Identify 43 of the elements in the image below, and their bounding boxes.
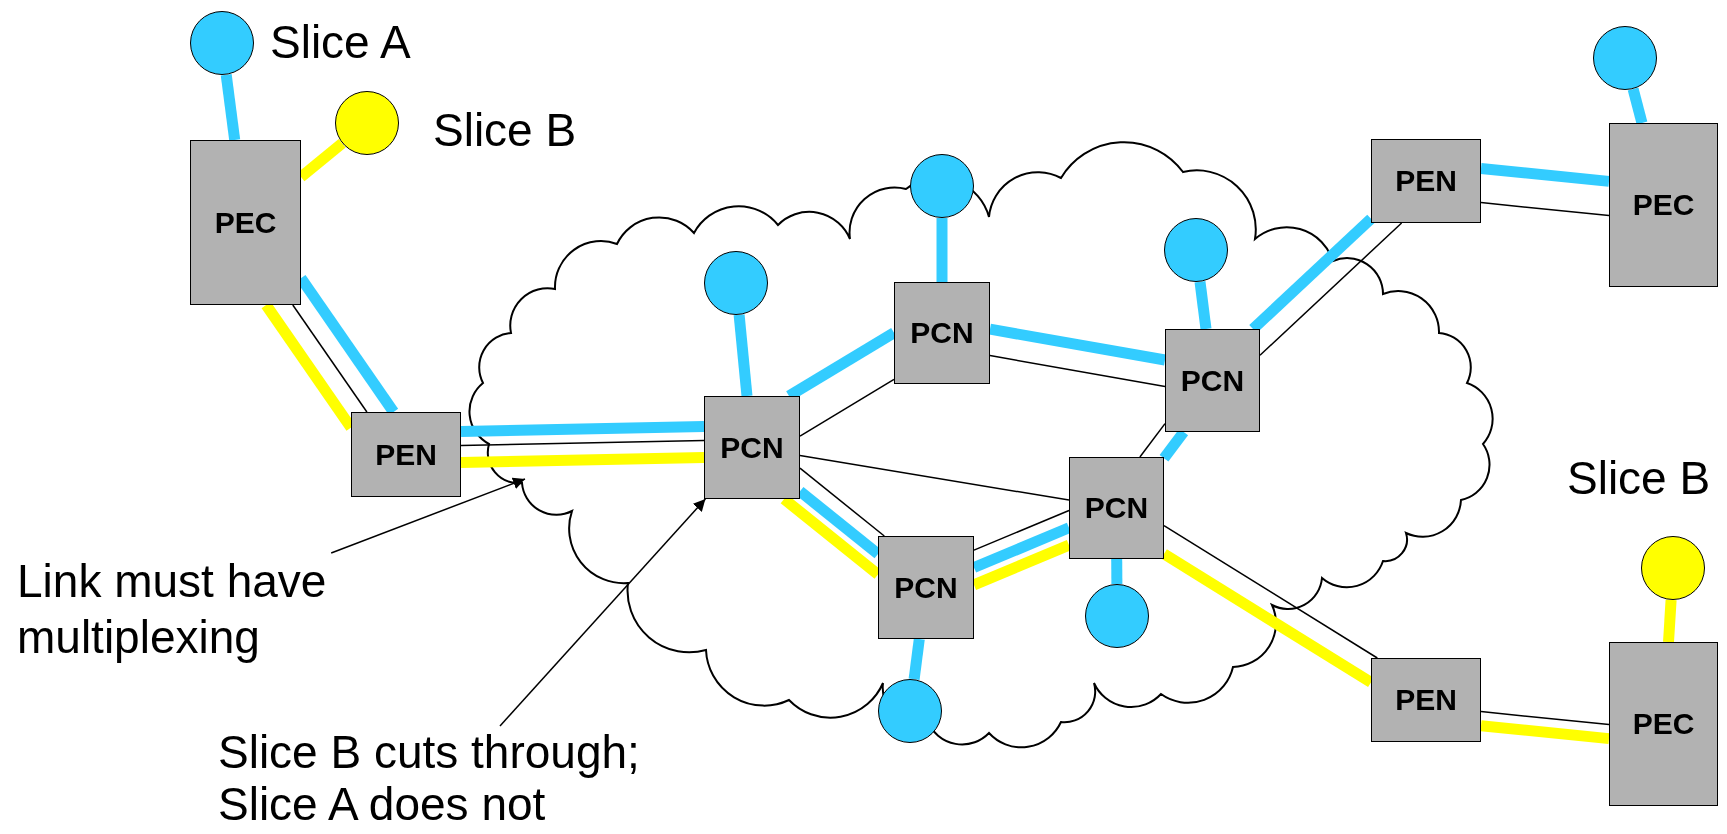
leader-line (330, 477, 526, 554)
link-line (1627, 87, 1648, 125)
link-line (1111, 558, 1123, 585)
network-node: PCN (894, 282, 990, 384)
leader-line (499, 498, 707, 727)
link-line (460, 421, 705, 437)
link-line (1139, 422, 1166, 458)
link-line (1480, 720, 1610, 745)
network-node: PEN (1371, 658, 1481, 742)
link-line (1194, 281, 1212, 330)
link-line (799, 378, 895, 437)
link-line (936, 218, 948, 282)
link-line (1480, 163, 1610, 187)
annotation-text: Slice B cuts through; Slice A does not (218, 726, 688, 830)
link-line (220, 74, 241, 141)
slice-label: Slice B (433, 104, 577, 157)
link-line (460, 439, 705, 447)
link-line (733, 314, 753, 397)
link-line (989, 323, 1166, 366)
link-line (1163, 524, 1379, 659)
link-line (973, 509, 1070, 551)
annotation-text: Link must have multiplexing (17, 553, 352, 665)
link-line (460, 452, 705, 468)
link-line (1480, 710, 1610, 726)
link-line (1259, 222, 1403, 357)
slice-label: Slice A (270, 16, 411, 69)
link-line (799, 454, 1070, 501)
slice-label: Slice B (1567, 452, 1711, 505)
link-line (799, 467, 886, 537)
network-node: PEN (351, 412, 461, 497)
network-node: PCN (1165, 329, 1260, 432)
network-node: PEN (1371, 139, 1481, 223)
network-node: PEC (190, 140, 301, 305)
network-node: PEC (1609, 123, 1718, 287)
network-node: PEC (1609, 642, 1718, 806)
network-node: PCN (878, 536, 974, 639)
link-line (1663, 599, 1677, 643)
network-node: PCN (1069, 457, 1164, 559)
link-line (989, 354, 1166, 388)
link-line (292, 304, 368, 413)
link-line (908, 638, 925, 680)
link-line (1480, 201, 1610, 217)
network-node: PCN (704, 396, 800, 499)
